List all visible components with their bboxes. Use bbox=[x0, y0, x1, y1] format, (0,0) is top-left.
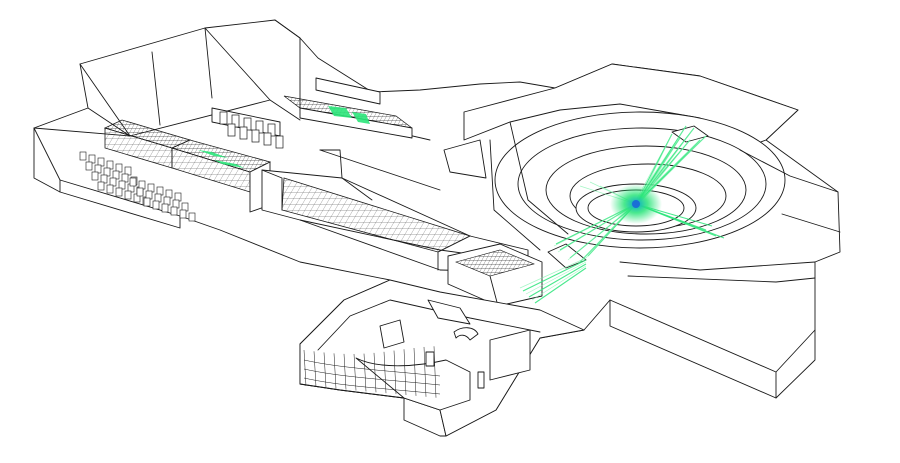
seat-block bbox=[91, 171, 99, 181]
pillar bbox=[255, 120, 264, 134]
gateway-box bbox=[447, 243, 543, 307]
pillar bbox=[251, 129, 260, 143]
seat-block bbox=[161, 203, 169, 213]
beam-ray bbox=[525, 261, 587, 295]
beam-ray bbox=[528, 263, 587, 298]
seat-block bbox=[85, 161, 93, 171]
seating-blocks-left bbox=[79, 151, 196, 222]
seat-block bbox=[136, 187, 144, 197]
pillar bbox=[243, 117, 252, 131]
wall-mullion bbox=[413, 347, 417, 396]
wall-mullion bbox=[373, 352, 377, 393]
wall-mullion bbox=[363, 353, 367, 392]
pillar bbox=[263, 132, 272, 146]
beam-ray bbox=[534, 267, 587, 304]
seat-block bbox=[129, 177, 137, 187]
seat-block bbox=[124, 190, 132, 200]
pillar-blocks bbox=[219, 111, 284, 149]
wall-mullion bbox=[303, 349, 307, 387]
wall-transom bbox=[303, 368, 441, 386]
seat-block bbox=[97, 181, 105, 191]
beam-ray bbox=[519, 257, 587, 289]
pillar bbox=[219, 111, 228, 125]
wall-mullion bbox=[343, 353, 347, 390]
wall-mullion bbox=[433, 346, 437, 398]
courtyard-wall-grid bbox=[303, 346, 441, 398]
central-spine bbox=[261, 149, 529, 273]
wall-mullion bbox=[313, 351, 317, 387]
pillar bbox=[267, 123, 276, 137]
pillar bbox=[227, 123, 236, 137]
seat-block bbox=[106, 184, 114, 194]
seat-block bbox=[115, 187, 123, 197]
pillar bbox=[275, 135, 284, 149]
seat-block bbox=[152, 200, 160, 210]
seat-block bbox=[170, 206, 178, 216]
wall-mullion bbox=[353, 353, 357, 391]
wall-mullion bbox=[423, 346, 427, 397]
wall-mullion bbox=[403, 349, 407, 396]
seat-block bbox=[188, 212, 196, 222]
lower-courtyard bbox=[299, 279, 585, 437]
seat-block bbox=[143, 197, 151, 207]
pillar bbox=[231, 114, 240, 128]
pillar bbox=[239, 126, 248, 140]
beam-ray bbox=[522, 259, 587, 292]
beam-ray bbox=[531, 265, 587, 301]
seat-block bbox=[179, 209, 187, 219]
wall-mullion bbox=[393, 350, 397, 395]
light-core bbox=[610, 184, 662, 224]
amphitheater bbox=[443, 63, 841, 283]
wall-mullion bbox=[333, 353, 337, 389]
wall-mullion bbox=[383, 351, 387, 394]
seat-block bbox=[79, 151, 87, 161]
wall-transom bbox=[303, 359, 441, 377]
wall-transom bbox=[303, 377, 441, 395]
core-point bbox=[632, 200, 640, 208]
